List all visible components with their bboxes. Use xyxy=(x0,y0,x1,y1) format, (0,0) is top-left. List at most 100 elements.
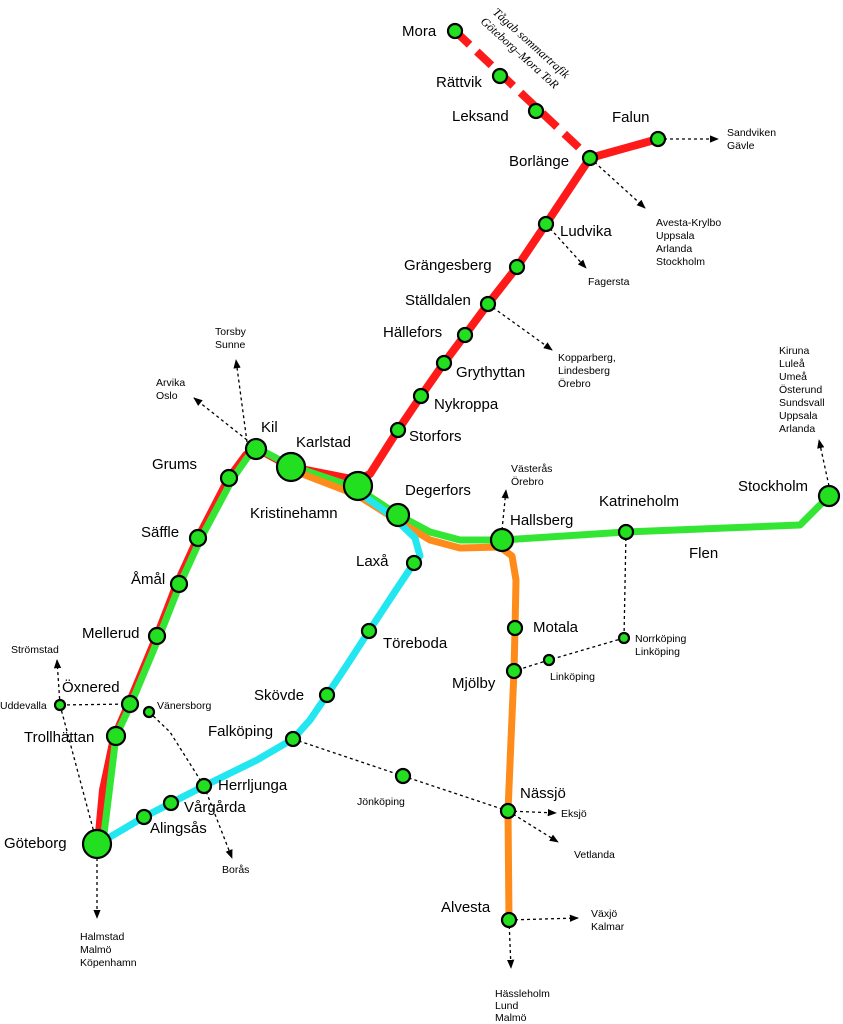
conn-line: Lindesberg xyxy=(558,365,610,377)
arrow-kil-arvika xyxy=(193,397,248,441)
station-dot-mjolby[interactable] xyxy=(505,662,523,680)
station-dot-stockholm[interactable] xyxy=(817,484,841,508)
conn-line: Arlanda xyxy=(656,243,692,255)
conn-line: Halmstad xyxy=(80,931,125,943)
label-linkoping: Linköping xyxy=(550,671,595,683)
station-dot-kil[interactable] xyxy=(244,437,268,461)
summer-traffic-note: Tågab sommartrafik Göteborg–Mora ToR xyxy=(478,5,573,92)
conn-vasteras: Västerås Örebro xyxy=(511,463,555,488)
station-dot-ludvika[interactable] xyxy=(537,215,555,233)
station-dot-trollhattan[interactable] xyxy=(105,725,127,747)
station-dot-linkoping[interactable] xyxy=(542,653,556,667)
station-dot-grums[interactable] xyxy=(219,468,239,488)
conn-vaxjo: Växjö Kalmar xyxy=(591,908,625,933)
station-dot-jonkoping[interactable] xyxy=(394,767,412,785)
conn-line: Kiruna xyxy=(779,345,810,357)
label-mora: Mora xyxy=(402,23,437,40)
conn-line: Kopparberg, xyxy=(558,352,616,364)
label-grangesberg: Grängesberg xyxy=(404,257,492,274)
station-dot-motala[interactable] xyxy=(506,619,524,637)
station-dot-rattvik[interactable] xyxy=(491,67,509,85)
station-dot-uddevalla[interactable] xyxy=(53,698,67,712)
conn-line: Uppsala xyxy=(779,410,818,422)
station-dot-nykroppa[interactable] xyxy=(412,387,430,405)
conn-line: Umeå xyxy=(779,371,807,383)
station-dot-skovde[interactable] xyxy=(318,686,336,704)
conn-line: Örebro xyxy=(558,378,591,390)
station-dot-falkoping[interactable] xyxy=(284,730,302,748)
station-dot-amal[interactable] xyxy=(169,574,189,594)
label-degerfors: Degerfors xyxy=(405,482,471,499)
label-uddevalla: Uddevalla xyxy=(0,700,47,712)
station-dot-vargarda[interactable] xyxy=(162,794,180,812)
conn-line: Hässleholm xyxy=(495,988,550,1000)
station-dot-nassjo[interactable] xyxy=(499,802,517,820)
station-dot-mora[interactable] xyxy=(446,22,464,40)
station-dot-stalldalen[interactable] xyxy=(479,295,497,313)
conn-line: Luleå xyxy=(779,358,805,370)
station-dot-mellerud[interactable] xyxy=(147,626,167,646)
station-dot-alingsas[interactable] xyxy=(135,808,153,826)
station-dot-falun[interactable] xyxy=(649,130,667,148)
link-katrineholm-norrkoping xyxy=(623,531,627,639)
station-dot-norrkoping[interactable] xyxy=(617,631,631,645)
station-dot-goteborg[interactable] xyxy=(81,828,113,860)
conn-kiruna: Kiruna Luleå Umeå Österund Sundsvall Upp… xyxy=(779,345,827,435)
label-hallsberg: Hallsberg xyxy=(510,512,573,529)
station-dot-alvesta[interactable] xyxy=(500,911,518,929)
link-vanersborg-herrljunga xyxy=(148,711,205,787)
station-dot-borlange[interactable] xyxy=(581,149,599,167)
station-dot-degerfors[interactable] xyxy=(385,502,411,528)
arrow-kil-torsby xyxy=(233,359,248,443)
station-dot-storfors[interactable] xyxy=(389,421,407,439)
green-line xyxy=(99,444,833,846)
conn-line: Sandviken xyxy=(727,127,776,139)
label-grums: Grums xyxy=(152,456,197,473)
label-katrineholm: Katrineholm xyxy=(599,493,679,510)
conn-line: Gävle xyxy=(727,140,755,152)
conn-line: Uppsala xyxy=(656,230,695,242)
label-grythyttan: Grythyttan xyxy=(456,364,525,381)
station-dot-toreboda[interactable] xyxy=(360,622,378,640)
conn-kopparberg: Kopparberg, Lindesberg Örebro xyxy=(558,352,619,390)
arrow-hallsberg-vasteras xyxy=(501,489,509,531)
label-kil: Kil xyxy=(261,419,278,436)
conn-line: Avesta-Krylbo xyxy=(656,217,721,229)
conn-line: Borås xyxy=(222,864,249,876)
label-vanersborg: Vänersborg xyxy=(157,700,211,712)
label-mjolby: Mjölby xyxy=(452,675,496,692)
label-falun: Falun xyxy=(612,109,650,126)
station-dot-hallefors[interactable] xyxy=(456,326,474,344)
label-motala: Motala xyxy=(533,619,579,636)
conn-line: Österund xyxy=(779,384,822,396)
station-dot-katrineholm[interactable] xyxy=(617,523,635,541)
label-jonkoping: Jönköping xyxy=(357,796,405,808)
station-dot-grythyttan[interactable] xyxy=(435,354,453,372)
arrow-herrljunga-boras xyxy=(203,785,233,859)
station-dot-hallsberg[interactable] xyxy=(489,527,515,553)
conn-line: Växjö xyxy=(591,908,617,920)
label-stockholm: Stockholm xyxy=(738,478,808,495)
conn-vetlanda: Vetlanda xyxy=(574,849,615,861)
conn-line: Fagersta xyxy=(588,276,630,288)
conn-line: Arvika xyxy=(156,377,185,389)
station-dot-herrljunga[interactable] xyxy=(195,777,213,795)
station-dot-laxa[interactable] xyxy=(405,554,423,572)
station-dot-saffle[interactable] xyxy=(188,528,208,548)
conn-avesta: Avesta-Krylbo Uppsala Arlanda Stockholm xyxy=(656,217,724,268)
station-dot-karlstad[interactable] xyxy=(275,451,307,483)
station-dot-oxnered[interactable] xyxy=(120,694,140,714)
label-rattvik: Rättvik xyxy=(436,74,482,91)
station-dot-grangesberg[interactable] xyxy=(508,258,526,276)
conn-line: Sunne xyxy=(215,339,246,351)
label-karlstad: Karlstad xyxy=(296,434,351,451)
station-dot-leksand[interactable] xyxy=(527,102,545,120)
label-kristinehamn: Kristinehamn xyxy=(250,505,338,522)
label-flen: Flen xyxy=(689,545,718,562)
station-dot-kristinehamn[interactable] xyxy=(342,470,374,502)
conn-eksjo: Eksjö xyxy=(561,808,587,820)
station-dot-vanersborg[interactable] xyxy=(142,705,156,719)
station-dots xyxy=(53,22,841,929)
arrow-stockholm-north xyxy=(817,439,830,487)
connection-arrows xyxy=(53,135,830,969)
